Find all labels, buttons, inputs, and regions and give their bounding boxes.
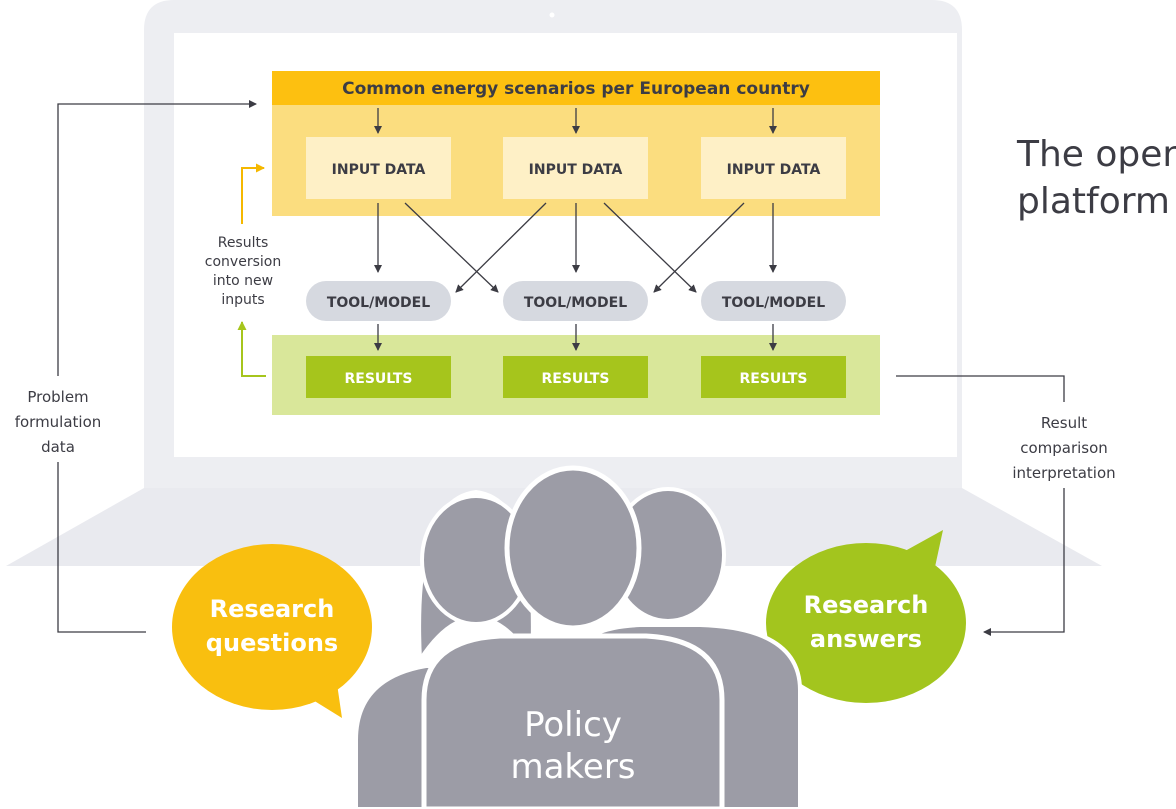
arrow-input1-to-tool2 [404,202,499,293]
result-comparison-line2: comparison [1020,439,1108,457]
policy-makers-people-icon: Policy makers [354,465,802,809]
scenarios-header-bar [272,71,880,105]
results-conversion-line2: conversion [205,254,281,270]
comparison-loop-lower [983,488,1065,636]
policy-makers-line2: makers [510,747,635,787]
input-data-box-2 [503,137,648,199]
research-questions-bubble: Research questions [172,544,372,718]
input-data-label-1: INPUT DATA [332,162,426,178]
feedback-arrow-yellow [241,163,265,224]
problem-formulation-line1: Problem [27,388,88,406]
tool-model-label-2: TOOL/MODEL [524,295,627,311]
tool-model-pill-3 [701,281,846,321]
results-label-3: RESULTS [739,371,807,387]
problem-loop-lower [57,462,146,633]
tool-model-pill-2 [503,281,648,321]
input-data-box-1 [306,137,451,199]
tool-model-label-1: TOOL/MODEL [327,295,430,311]
tool-model-label-3: TOOL/MODEL [722,295,825,311]
results-label-1: RESULTS [344,371,412,387]
research-questions-line2: questions [206,629,338,657]
results-conversion-line1: Results [218,235,269,251]
results-label-2: RESULTS [541,371,609,387]
platform-title-line1: The open [1016,134,1176,175]
input-data-label-2: INPUT DATA [529,162,623,178]
problem-formulation-line3: data [41,438,75,456]
scenarios-header-title: Common energy scenarios per European cou… [342,79,810,99]
input-data-label-3: INPUT DATA [727,162,821,178]
arrow-input2-to-tool1 [455,202,547,293]
policy-makers-line1: Policy [524,705,622,745]
research-answers-line2: answers [810,625,922,653]
arrow-input2-to-tool3 [603,202,697,293]
result-comparison-line3: interpretation [1012,464,1115,482]
results-box-3 [701,356,846,398]
result-comparison-line1: Result [1041,414,1087,432]
results-conversion-line4: inputs [221,292,264,308]
research-answers-bubble: Research answers [766,530,966,703]
problem-loop-upper [57,100,257,376]
results-box-2 [503,356,648,398]
results-conversion-line3: into new [213,273,273,289]
feedback-arrow-green [237,321,266,377]
research-answers-line1: Research [804,591,929,619]
input-data-box-3 [701,137,846,199]
tool-model-pill-1 [306,281,451,321]
results-box-1 [306,356,451,398]
comparison-loop-upper [896,375,1065,402]
problem-formulation-line2: formulation [15,413,102,431]
platform-title-line2: platform [1017,181,1170,222]
research-questions-line1: Research [210,595,335,623]
arrow-input3-to-tool2 [653,202,745,293]
